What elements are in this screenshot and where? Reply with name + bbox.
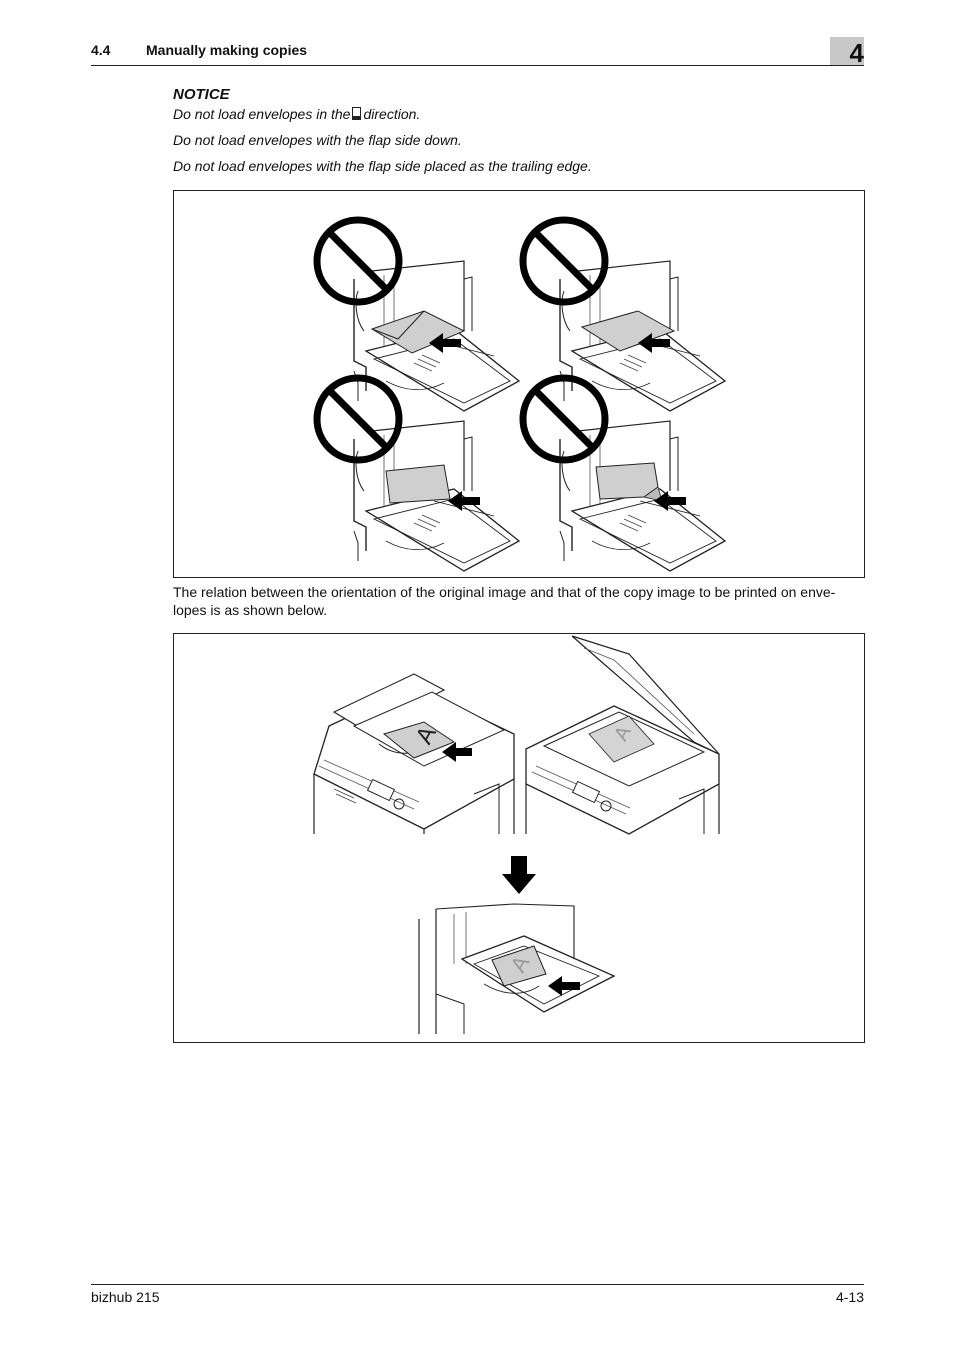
panel-flap-down xyxy=(559,260,726,412)
panel-flap-trailing-1 xyxy=(353,420,520,572)
notice-title: NOTICE xyxy=(173,86,230,103)
orientation-figure: A A A xyxy=(173,633,865,1043)
copier-bypass-tray: A xyxy=(418,903,616,1034)
notice-line-1-end: direction. xyxy=(363,106,421,122)
prohibited-loading-illustration xyxy=(174,191,726,572)
envelope-direction-icon xyxy=(352,107,362,120)
chapter-number: 4 xyxy=(849,38,864,68)
notice-line-3: Do not load envelopes with the flap side… xyxy=(173,158,592,174)
section-number: 4.4 xyxy=(91,42,111,58)
prohibited-icon-2 xyxy=(523,220,605,302)
section-title: Manually making copies xyxy=(146,42,308,58)
feed-arrow-bypass xyxy=(548,976,580,996)
prohibited-loading-figure xyxy=(173,190,865,578)
prohibited-icon-1 xyxy=(317,220,399,302)
prohibited-icon-3 xyxy=(317,378,399,460)
header-rule xyxy=(91,65,864,66)
panel-envelope-direction xyxy=(353,260,520,412)
prohibited-icon-4 xyxy=(523,378,605,460)
chapter-tab xyxy=(830,37,864,65)
notice-line-1-start: Do not load envelopes in the xyxy=(173,106,351,122)
panel-flap-trailing-2 xyxy=(559,420,726,572)
footer-rule xyxy=(91,1284,864,1285)
feed-arrow-adf xyxy=(442,742,472,762)
footer-page-number: 4-13 xyxy=(835,1289,864,1305)
copier-adf: A xyxy=(313,673,515,834)
notice-line-1: Do not load envelopes in the direction. xyxy=(173,106,420,122)
copier-platen: A xyxy=(525,635,720,835)
footer-product: bizhub 215 xyxy=(91,1289,160,1305)
notice-line-2: Do not load envelopes with the flap side… xyxy=(173,132,462,148)
orientation-paragraph: The relation between the orientation of … xyxy=(173,584,836,618)
orientation-illustration: A A A xyxy=(313,635,720,1034)
down-arrow xyxy=(502,856,536,894)
